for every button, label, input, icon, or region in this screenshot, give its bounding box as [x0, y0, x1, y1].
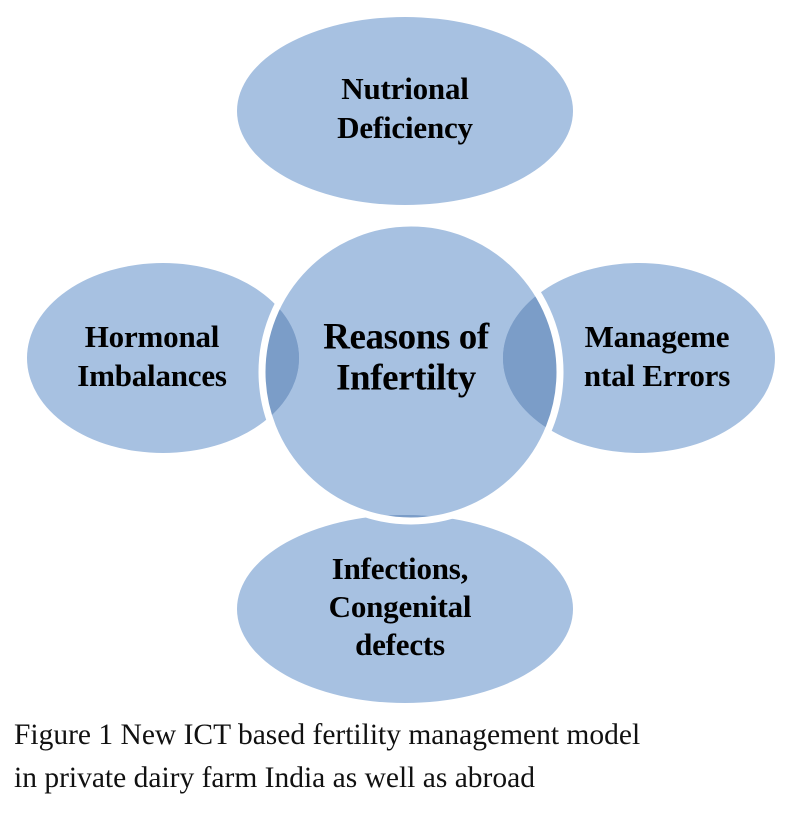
- nutritional-deficiency-line2: Deficiency: [337, 110, 473, 145]
- infections-line1: Infections,: [332, 551, 468, 586]
- figure-caption: Figure 1 New ICT based fertility managem…: [14, 714, 800, 800]
- center-circle-outline: [258, 219, 564, 525]
- node-label-nutritional-deficiency: Nutrional Deficiency: [337, 71, 474, 145]
- infections-line3: defects: [355, 627, 445, 662]
- shape-fills: [27, 17, 775, 703]
- figure-caption-line2: in private dairy farm India as well as a…: [14, 761, 535, 794]
- ellipse-right-shape[interactable]: [503, 263, 775, 453]
- infections-line2: Congenital: [329, 589, 472, 624]
- center-label-line1: Reasons of: [323, 316, 490, 357]
- managemental-errors-line1: Manageme: [585, 319, 730, 354]
- hormonal-imbalances-line1: Hormonal: [85, 319, 220, 354]
- center-circle-shape[interactable]: [262, 223, 560, 521]
- separator-strokes: [258, 219, 564, 525]
- ellipse-left-shape[interactable]: [27, 263, 299, 453]
- node-label-infections-congenital-defects: Infections, Congenital defects: [329, 551, 472, 662]
- node-label-managemental-errors: Manageme ntal Errors: [584, 319, 731, 393]
- managemental-errors-line2: ntal Errors: [584, 358, 730, 393]
- ellipse-bottom-shape[interactable]: [237, 515, 573, 703]
- ellipse-top-shape[interactable]: [237, 17, 573, 205]
- hormonal-imbalances-line2: Imbalances: [77, 358, 227, 393]
- center-label-reasons-of-infertility: Reasons of Infertilty: [323, 316, 490, 398]
- venn-diagram: Nutrional Deficiency Hormonal Imbalances…: [27, 17, 775, 703]
- diagram-labels: Nutrional Deficiency Hormonal Imbalances…: [77, 71, 730, 662]
- center-label-line2: Infertilty: [336, 357, 477, 398]
- figure-caption-line1: Figure 1 New ICT based fertility managem…: [14, 719, 641, 751]
- node-label-hormonal-imbalances: Hormonal Imbalances: [77, 319, 227, 393]
- nutritional-deficiency-line1: Nutrional: [341, 71, 469, 106]
